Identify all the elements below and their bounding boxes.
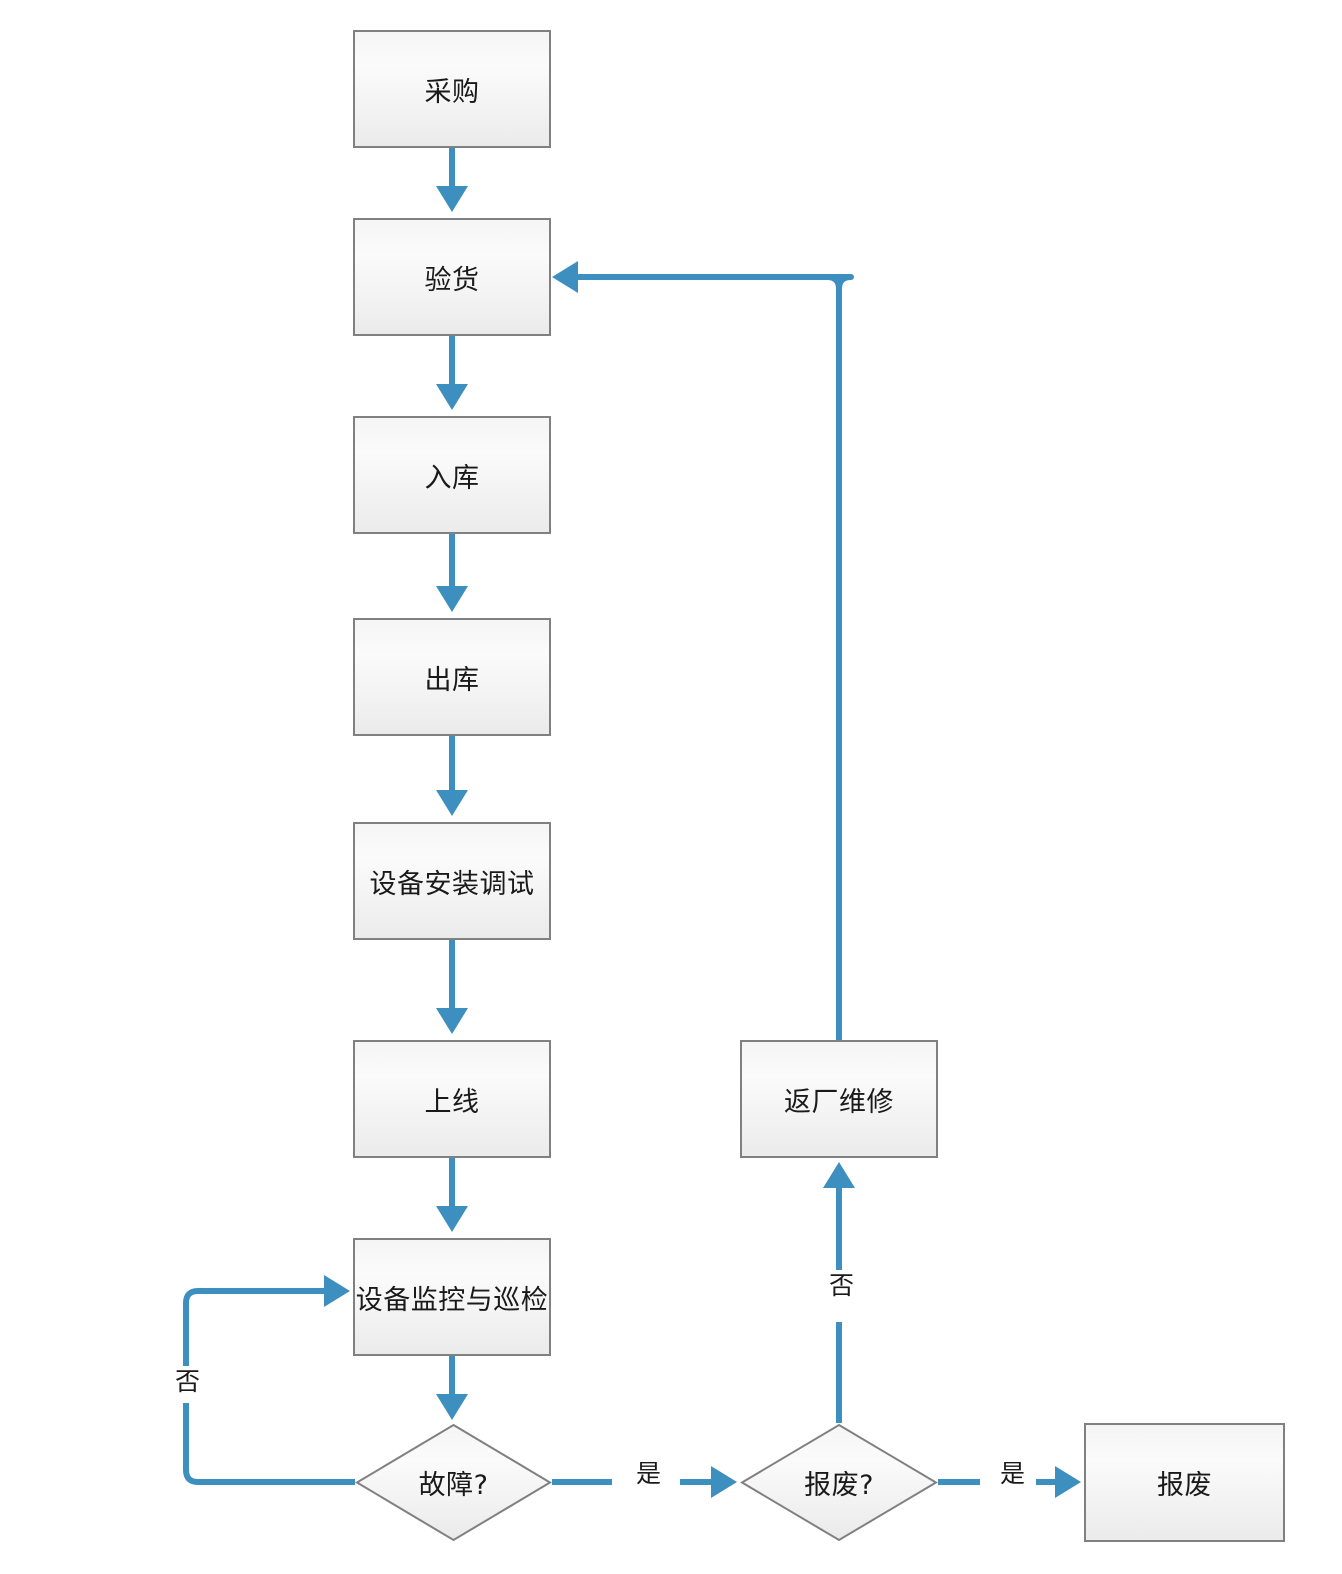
node-monitor[interactable]: 设备监控与巡检 bbox=[353, 1238, 551, 1356]
node-install[interactable]: 设备安装调试 bbox=[353, 822, 551, 940]
edge-label-fault-yes: 是 bbox=[629, 1458, 669, 1490]
node-scrap-question-label: 报废? bbox=[804, 1470, 874, 1501]
node-monitor-label: 设备监控与巡检 bbox=[355, 1284, 549, 1316]
arrowhead-monitor-fault bbox=[436, 1394, 468, 1420]
edge-fault-no-lower bbox=[183, 1403, 355, 1485]
arrowhead-inspect-stockin bbox=[436, 384, 468, 410]
diamond-shape-scrap-question bbox=[740, 1423, 938, 1542]
arrowhead-scrap-no bbox=[823, 1162, 855, 1188]
node-repair-label: 返厂维修 bbox=[784, 1086, 894, 1118]
arrowhead-scrap-yes bbox=[1055, 1466, 1081, 1498]
node-repair[interactable]: 返厂维修 bbox=[740, 1040, 938, 1158]
node-inspect[interactable]: 验货 bbox=[353, 218, 551, 336]
node-inspect-label: 验货 bbox=[424, 264, 480, 296]
edge-label-scrap-no: 否 bbox=[822, 1270, 862, 1302]
node-stock-out-label: 出库 bbox=[424, 664, 480, 696]
node-stock-out[interactable]: 出库 bbox=[353, 618, 551, 736]
edge-fault-no-upper bbox=[183, 1288, 330, 1367]
node-stock-in-label: 入库 bbox=[424, 462, 480, 494]
arrowhead-stockin-stockout bbox=[436, 586, 468, 612]
node-scrap-label: 报废 bbox=[1157, 1470, 1212, 1501]
arrowhead-stockout-install bbox=[436, 790, 468, 816]
arrowhead-purchase-inspect bbox=[436, 186, 468, 212]
arrowhead-online-monitor bbox=[436, 1206, 468, 1232]
edge-repair-inspect bbox=[574, 274, 854, 1040]
edge-repair-inspect-path bbox=[574, 274, 842, 1040]
edge-label-scrap-yes: 是 bbox=[993, 1458, 1033, 1490]
node-online[interactable]: 上线 bbox=[353, 1040, 551, 1158]
edge-label-fault-no: 否 bbox=[168, 1366, 208, 1398]
node-fault[interactable]: 故障? bbox=[355, 1423, 552, 1542]
node-scrap[interactable]: 报废 bbox=[1084, 1423, 1285, 1542]
node-scrap-question[interactable]: 报废? bbox=[740, 1423, 938, 1542]
arrowhead-fault-no bbox=[324, 1275, 350, 1307]
node-online-label: 上线 bbox=[424, 1086, 480, 1118]
diamond-shape-fault bbox=[355, 1423, 552, 1542]
node-purchase-label: 采购 bbox=[424, 76, 480, 108]
arrowhead-repair-inspect bbox=[552, 261, 578, 293]
node-purchase[interactable]: 采购 bbox=[353, 30, 551, 148]
node-fault-label: 故障? bbox=[418, 1470, 489, 1501]
arrowhead-fault-yes bbox=[711, 1466, 737, 1498]
node-stock-in[interactable]: 入库 bbox=[353, 416, 551, 534]
arrowhead-install-online bbox=[436, 1008, 468, 1034]
node-install-label: 设备安装调试 bbox=[369, 868, 535, 900]
